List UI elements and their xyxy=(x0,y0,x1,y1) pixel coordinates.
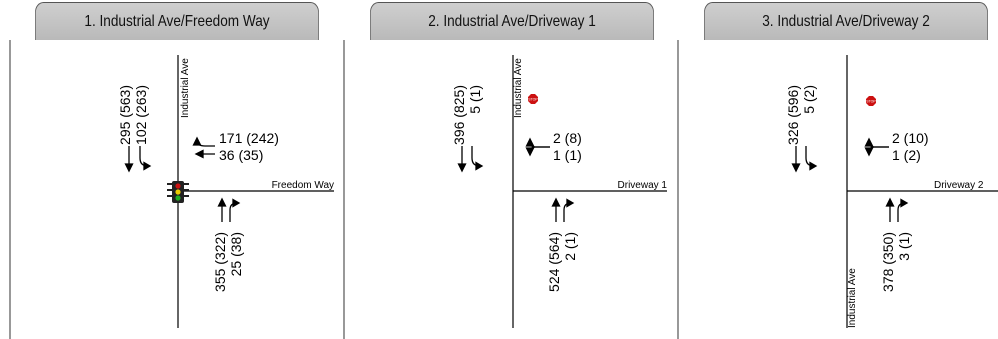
southbound-arrows-icon xyxy=(791,146,818,173)
panel-title: 2. Industrial Ave/Driveway 1 xyxy=(370,2,654,40)
westbound-right-volume: 171 (242) xyxy=(219,130,279,146)
northbound-arrows-icon xyxy=(885,197,909,222)
southbound-through-volume: 326 (596) xyxy=(785,85,801,145)
westbound-right-volume: 2 (8) xyxy=(553,130,582,146)
southbound-arrows-icon xyxy=(457,146,484,173)
westbound-left-volume: 36 (35) xyxy=(219,147,263,163)
panel-title: 3. Industrial Ave/Driveway 2 xyxy=(704,2,988,40)
stop-sign-icon: STOP xyxy=(528,94,538,104)
stop-sign-icon: STOP xyxy=(866,96,876,106)
southbound-through-volume: 396 (825) xyxy=(451,85,467,145)
intersection-diagram: Industrial Ave Freedom Way 295 (563) 102… xyxy=(9,40,345,339)
intersection-diagram: Industrial Ave Driveway 1 STOP 396 (825)… xyxy=(451,40,679,339)
intersection-panel-3: 3. Industrial Ave/Driveway 2 Industrial … xyxy=(679,0,998,339)
intersection-panel-1: 1. Industrial Ave/Freedom Way Industrial… xyxy=(0,0,345,339)
svg-text:STOP: STOP xyxy=(528,98,538,102)
southbound-through-volume: 295 (563) xyxy=(117,85,133,145)
panel-frame xyxy=(9,40,345,339)
northbound-through-volume: 355 (322) xyxy=(212,232,228,292)
northbound-arrows-icon xyxy=(217,197,241,222)
southbound-right-volume: 5 (1) xyxy=(467,85,483,114)
westbound-left-volume: 1 (1) xyxy=(553,147,582,163)
westbound-arrows-icon xyxy=(525,137,550,157)
road-label-east: Driveway 1 xyxy=(618,180,668,191)
road-label-east: Freedom Way xyxy=(272,180,334,191)
northbound-right-volume: 3 (1) xyxy=(896,232,912,261)
intersection-diagram: Industrial Ave Driveway 2 STOP 326 (596)… xyxy=(785,55,998,328)
northbound-right-volume: 25 (38) xyxy=(228,232,244,276)
southbound-arrows-icon xyxy=(124,146,152,173)
westbound-arrows-icon xyxy=(864,137,889,157)
svg-text:STOP: STOP xyxy=(866,100,876,104)
southbound-right-volume: 5 (2) xyxy=(801,85,817,114)
southbound-right-volume: 102 (263) xyxy=(133,85,149,145)
road-label-north: Industrial Ave xyxy=(513,58,524,118)
westbound-arrows-icon xyxy=(192,136,215,159)
westbound-right-volume: 2 (10) xyxy=(892,130,929,146)
panel-title: 1. Industrial Ave/Freedom Way xyxy=(35,2,319,40)
northbound-through-volume: 378 (350) xyxy=(880,232,896,292)
road-label-east: Driveway 2 xyxy=(934,180,984,191)
road-label-north: Industrial Ave xyxy=(180,58,191,118)
northbound-right-volume: 2 (1) xyxy=(562,232,578,261)
westbound-left-volume: 1 (2) xyxy=(892,147,921,163)
northbound-through-volume: 524 (564) xyxy=(546,232,562,292)
traffic-signal-icon xyxy=(167,181,189,203)
northbound-arrows-icon xyxy=(551,197,575,222)
intersection-panel-2: 2. Industrial Ave/Driveway 1 Industrial … xyxy=(345,0,679,339)
road-label-south: Industrial Ave xyxy=(847,268,858,328)
